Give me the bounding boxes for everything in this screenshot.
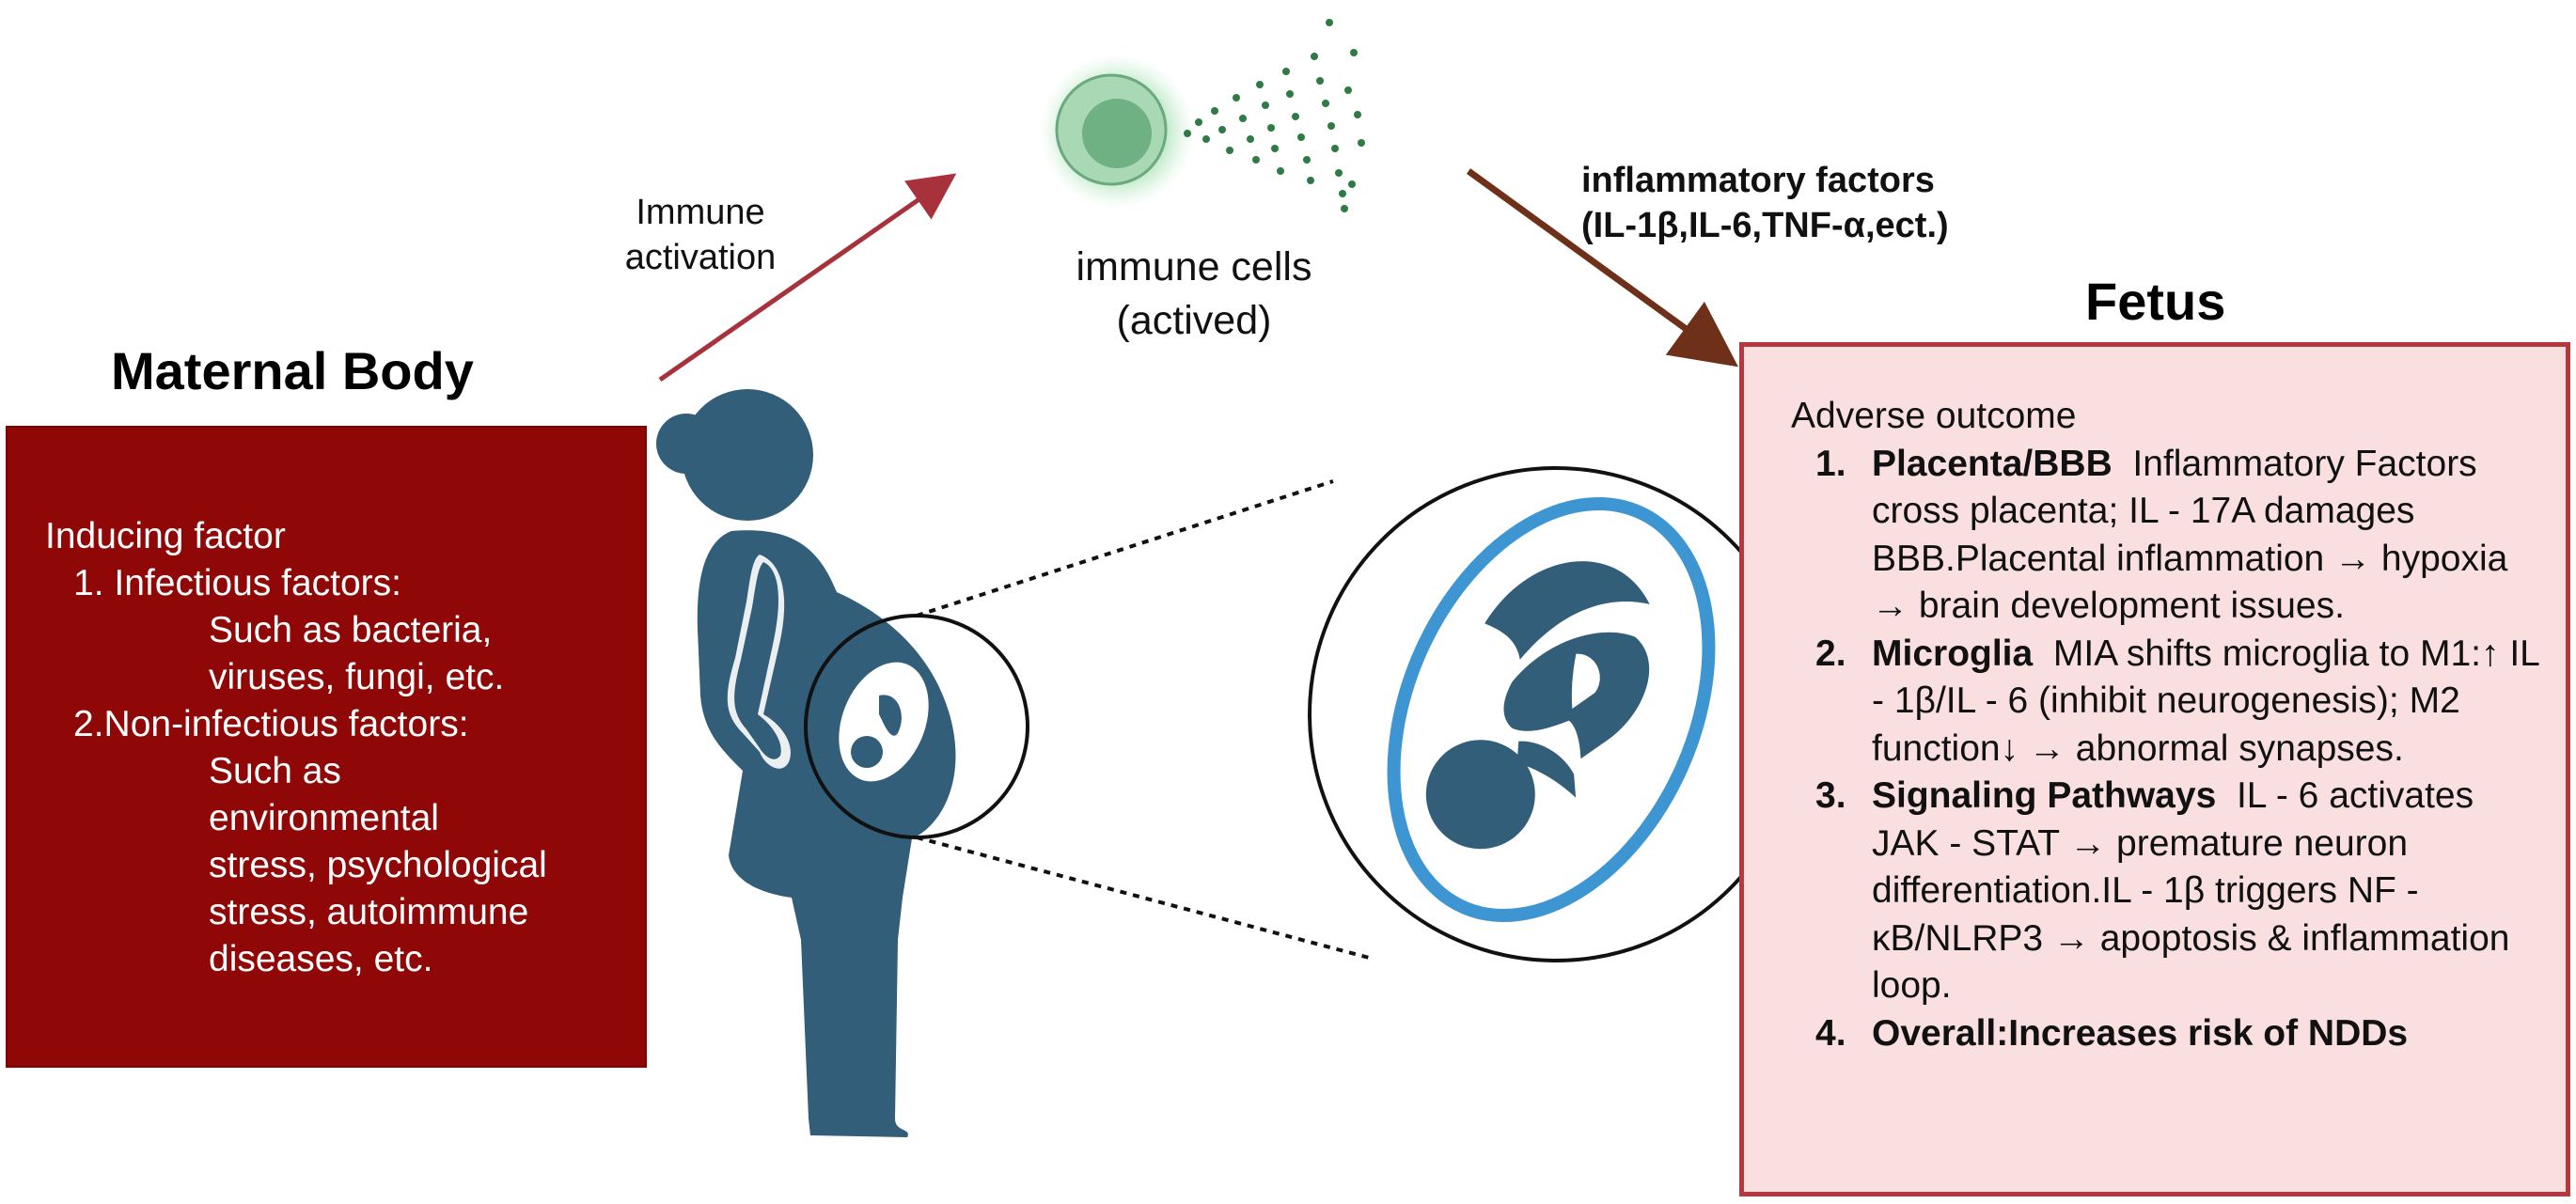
outcome-text: MIA shifts microglia to M1:↑ IL - 1β/IL … [1872,633,2539,769]
inflammatory-factors-title: inflammatory factors [1581,161,1935,200]
infectious-detail-line: viruses, fungi, etc. [209,657,505,697]
cytokine-dots-icon [1184,19,1365,212]
outcome-item: 1. Placenta/BBB Inflammatory Factors cros… [1791,441,2543,631]
immune-cells-label: immune cells (actived) [1034,241,1354,348]
non-infectious-detail-line: environmental [209,798,439,838]
outcome-number: 2. [1815,633,1846,674]
outcome-number: 3. [1815,775,1846,816]
infectious-detail-line: Such as bacteria, [209,610,493,650]
outcome-heading: Overall:Increases risk of NDDs [1872,1012,2409,1054]
non-infectious-factors-label: 2.Non-infectious factors: [73,704,469,744]
maternal-body-title: Maternal Body [111,341,474,400]
immune-cells-label-line: immune cells [1076,244,1312,289]
outcome-item: 3. Signaling Pathways IL - 6 activates JA… [1791,773,2543,1010]
fetus-icon [1308,466,1804,962]
immune-activation-line: Immune [636,193,765,232]
zoom-line-bottom [916,836,1374,961]
maternal-factor-text: Inducing factor 1. Infectious factors: S… [45,513,628,983]
maternal-factor-box [6,426,647,1068]
outcome-item: 4. Overall:Increases risk of NDDs [1791,1010,2543,1058]
adverse-outcome-heading: Adverse outcome [1791,396,2077,436]
fetus-outcome-text: Adverse outcome 1. Placenta/BBB Inflammat… [1791,393,2543,1057]
immune-activation-label: Immune activation [613,190,788,280]
immune-activation-line: activation [624,238,777,277]
outcome-heading: Microglia [1872,633,2034,674]
outcome-item: 2. Microglia MIA shifts microglia to M1:↑… [1791,631,2543,774]
immune-cell-icon [1040,55,1194,209]
inflammatory-factors-label: inflammatory factors (IL-1β,IL-6,TNF-α,e… [1581,158,1949,248]
non-infectious-detail-line: Such as [209,751,341,791]
outcome-heading: Signaling Pathways [1872,775,2217,816]
non-infectious-detail-line: stress, psychological [209,845,547,885]
immune-cells-label-line: (actived) [1116,298,1272,343]
immune-activation-arrow [658,173,957,383]
fetus-title: Fetus [2085,272,2226,331]
zoom-line-top [916,479,1334,618]
inducing-factor-heading: Inducing factor [45,516,286,556]
inflammatory-factors-arrow [1466,168,1738,367]
fetus-outcome-box [1739,342,2570,1196]
outcome-list: 1. Placenta/BBB Inflammatory Factors cros… [1791,441,2543,1058]
non-infectious-detail-line: diseases, etc. [209,939,433,979]
outcome-heading: Placenta/BBB [1872,443,2113,484]
outcome-text: Inflammatory Factors cross placenta; IL … [1872,443,2508,627]
outcome-text: IL - 6 activates JAK - STAT → premature … [1872,775,2510,1006]
infectious-factors-label: 1. Infectious factors: [73,563,402,603]
non-infectious-detail-line: stress, autoimmune [209,892,529,932]
inflammatory-factors-list: (IL-1β,IL-6,TNF-α,ect.) [1581,206,1949,245]
outcome-number: 4. [1815,1012,1846,1054]
outcome-number: 1. [1815,443,1846,484]
